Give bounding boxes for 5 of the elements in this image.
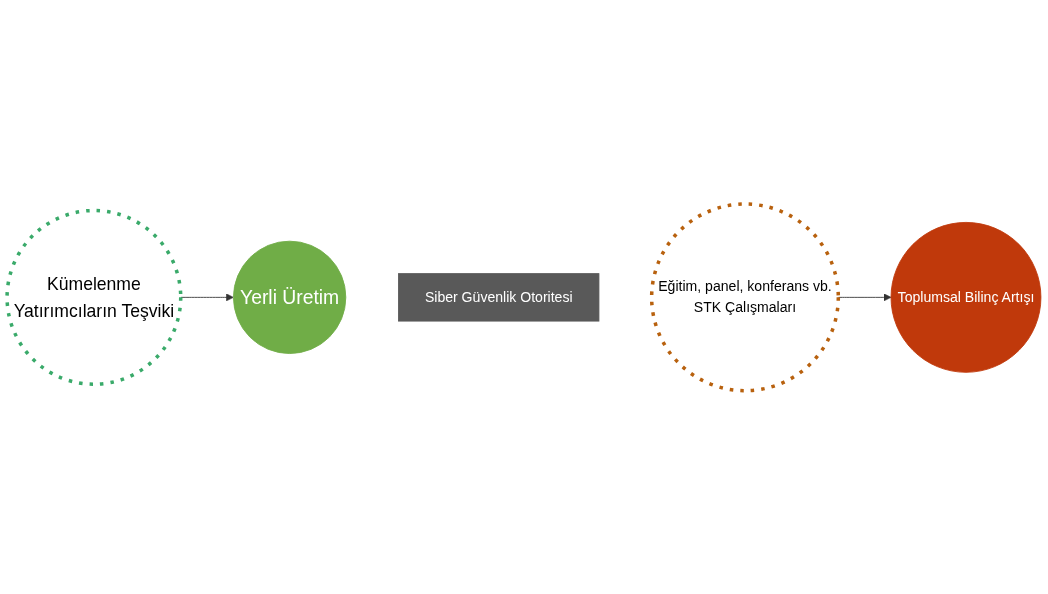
node-circle: Kümelenme Yatırımcıların Teşviki	[5, 208, 183, 386]
node-circle: Yerli Üretim	[233, 240, 347, 354]
node-box: Siber Güvenlik Otoritesi	[398, 272, 600, 322]
node-circle: Eğitim, panel, konferans vb. STK Çalışmaları	[649, 201, 841, 393]
node-circle: Toplumsal Bilinç Artışı	[890, 221, 1042, 373]
